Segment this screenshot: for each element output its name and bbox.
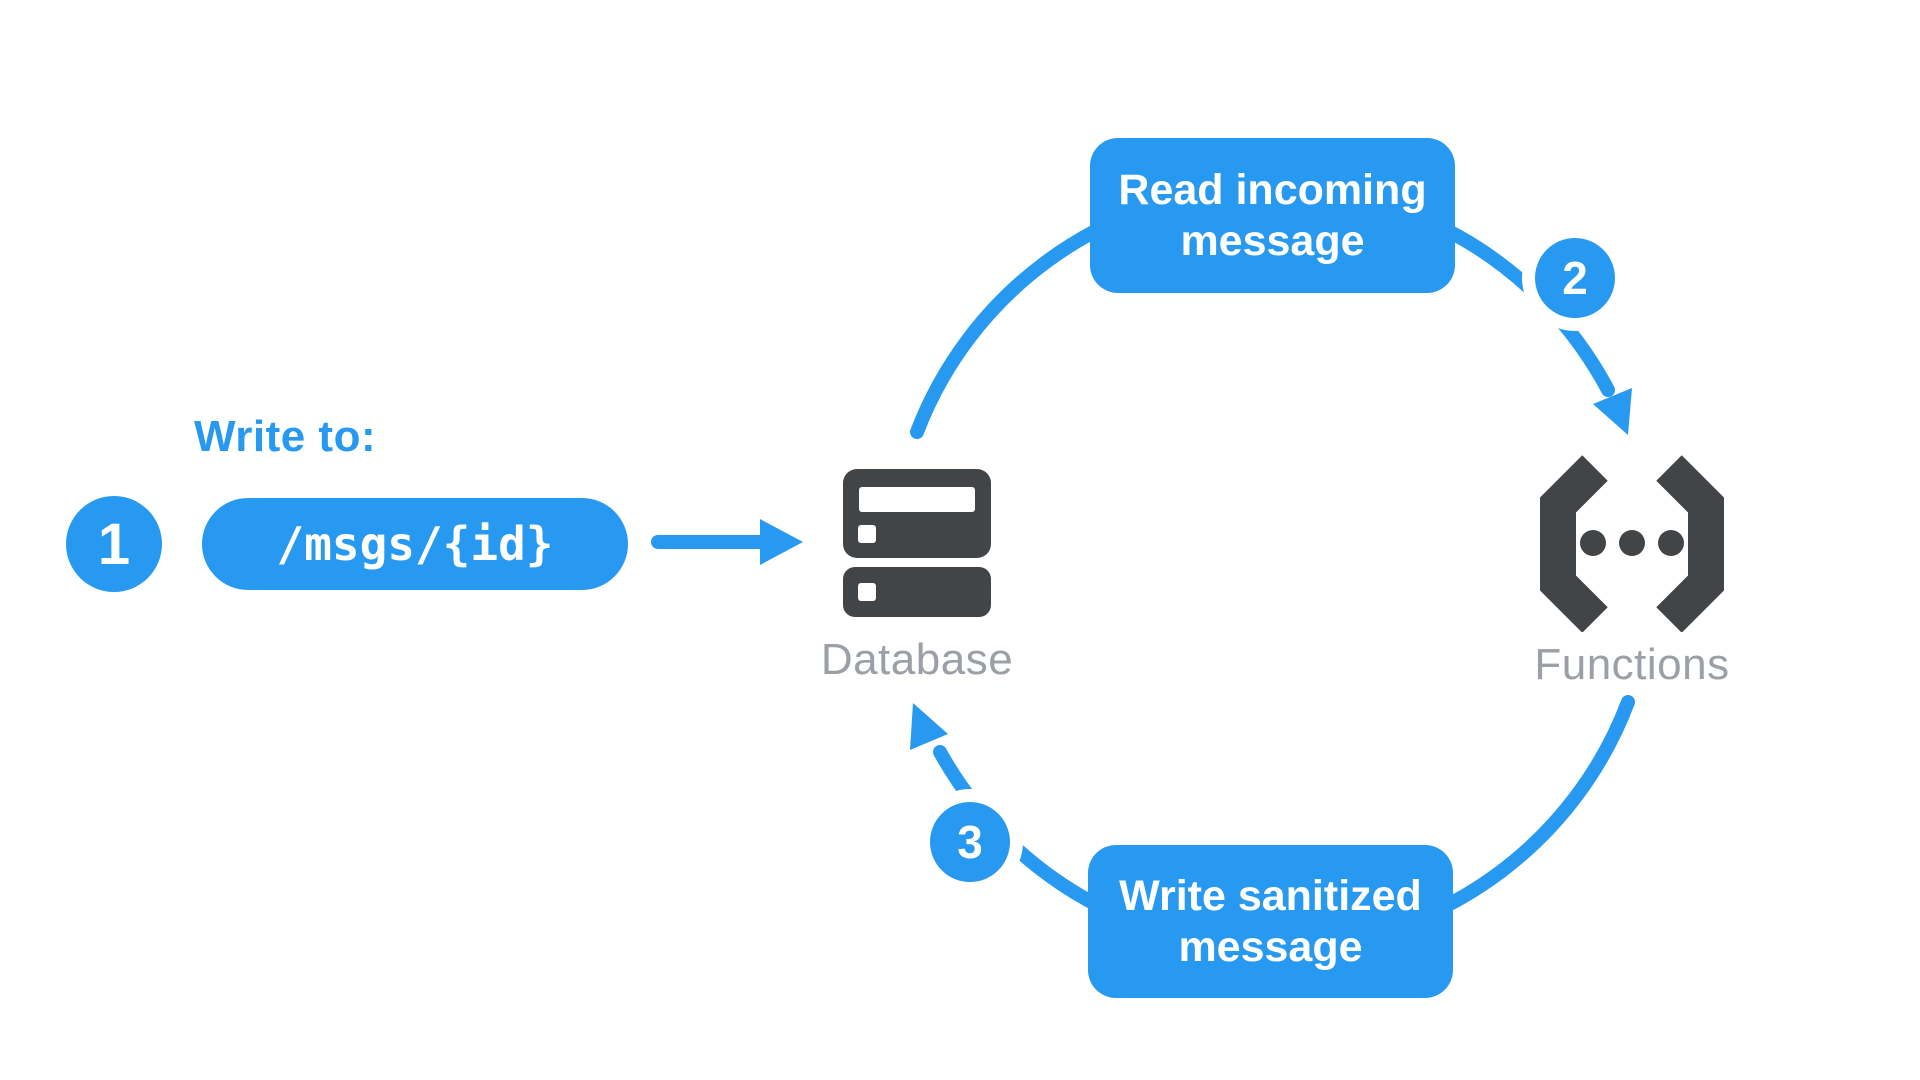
database-label: Database xyxy=(820,635,1014,684)
write-message-line2: message xyxy=(1178,922,1363,971)
read-message-line2: message xyxy=(1180,216,1365,265)
write-arrowhead xyxy=(760,519,803,565)
write-to-heading: Write to: xyxy=(194,412,377,461)
functions-icon xyxy=(1540,455,1724,632)
database-node: Database xyxy=(792,469,1042,685)
arrowhead-to-database xyxy=(910,703,948,750)
step1-badge: 1 xyxy=(66,496,162,592)
step3-badge: 3 xyxy=(930,802,1010,882)
functions-node: Functions xyxy=(1532,452,1732,690)
functions-label: Functions xyxy=(1534,640,1730,689)
read-message-line1: Read incoming xyxy=(1118,165,1427,214)
read-message-box: Read incoming message xyxy=(1090,138,1455,293)
message-path-pill: /msgs/{id} xyxy=(202,498,628,590)
database-icon xyxy=(843,469,991,617)
write-message-box: Write sanitized message xyxy=(1088,845,1453,998)
write-message-line1: Write sanitized xyxy=(1119,871,1422,920)
arrowhead-to-functions xyxy=(1593,388,1632,435)
step2-badge: 2 xyxy=(1535,238,1615,318)
